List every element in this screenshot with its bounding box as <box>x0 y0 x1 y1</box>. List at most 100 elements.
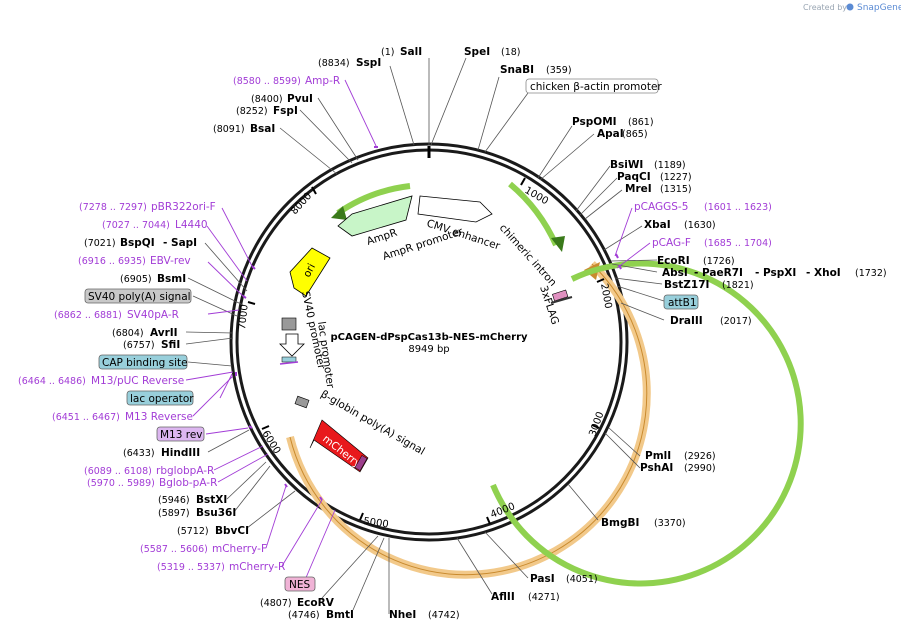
bstxi-site[interactable]: BstXI <box>196 494 227 506</box>
pshai-site[interactable]: PshAI <box>640 462 673 474</box>
ecori-pos: (1726) <box>703 256 735 267</box>
mcherryf-pos: (5587 .. 5606) <box>140 544 208 555</box>
snabi-site[interactable]: SnaBI <box>500 64 534 76</box>
sv40par-pos: (6862 .. 6881) <box>54 310 122 321</box>
pbr-primer[interactable]: pBR322ori-F <box>151 201 216 213</box>
mcherryf-primer[interactable]: mCherry-F <box>212 543 267 555</box>
chicken-actin-box[interactable] <box>525 78 659 94</box>
ebv-primer[interactable]: EBV-rev <box>150 255 191 267</box>
ebv-pos: (6916 .. 6935) <box>78 256 146 267</box>
orf-arc-edge <box>289 263 648 576</box>
nes-label-box[interactable] <box>284 576 316 592</box>
mrei-pos: (1315) <box>660 184 692 195</box>
nhei-site[interactable]: NheI <box>389 609 416 621</box>
pspomi-site[interactable]: PspOMI <box>572 116 617 128</box>
snapgene-logo-icon <box>846 3 854 11</box>
snabi-pos: (359) <box>546 65 572 76</box>
plasmid-size: 8949 bp <box>408 344 449 355</box>
ampr-primer[interactable]: Amp-R <box>305 75 340 87</box>
ori-label: ori <box>301 262 318 280</box>
bsai-site[interactable]: BsaI <box>250 123 275 135</box>
sapi-site[interactable]: - SapI <box>163 237 197 249</box>
bmgbi-pos: (3370) <box>654 518 686 529</box>
sv40pa-box[interactable] <box>84 288 192 304</box>
ecori-site[interactable]: EcoRI <box>657 255 690 267</box>
pmli-site[interactable]: PmlI <box>645 450 671 462</box>
primer-leader-lines <box>185 79 651 581</box>
snapgene-logo-text: SnapGene <box>857 3 901 13</box>
lac-operator-box <box>281 356 297 363</box>
nhei-pos: (4742) <box>428 610 460 621</box>
aflii-site[interactable]: AflII <box>491 591 515 603</box>
bstxi-pos: (5946) <box>158 495 190 506</box>
spei-pos: (18) <box>501 47 521 58</box>
tick-2000: 2000 <box>598 283 613 310</box>
attb1-label: attB1 <box>668 297 697 309</box>
sfii-site[interactable]: SfiI <box>161 339 180 351</box>
hindiii-site[interactable]: HindIII <box>161 447 200 459</box>
hindiii-pos: (6433) <box>123 448 155 459</box>
bspqi-site[interactable]: BspQI <box>120 237 155 249</box>
bsu36i-site[interactable]: Bsu36I <box>196 507 236 519</box>
bsiwi-site[interactable]: BsiWI <box>610 159 643 171</box>
ecorv-pos: (4807) <box>260 598 292 609</box>
bstz17i-pos: (1821) <box>722 280 754 291</box>
drai-site[interactable]: DraIII <box>670 315 703 327</box>
m13rev-label: M13 rev <box>160 429 203 441</box>
pbr-pos: (7278 .. 7297) <box>79 202 147 213</box>
spei-site[interactable]: SpeI <box>464 46 490 58</box>
bsiwi-pos: (1189) <box>654 160 686 171</box>
ampr-arrow <box>337 195 413 237</box>
l4440-primer[interactable]: L4440 <box>175 219 208 231</box>
green-ampr-arrowhead <box>331 206 347 220</box>
pvui-site[interactable]: PvuI <box>287 93 313 105</box>
xbai-site[interactable]: XbaI <box>644 219 671 231</box>
mcherry-arrow <box>309 419 369 473</box>
l4440-pos: (7027 .. 7044) <box>102 220 170 231</box>
avrii-pos: (6804) <box>112 328 144 339</box>
rbglobin-primer[interactable]: rbglobpA-R <box>156 465 214 477</box>
absi-site[interactable]: AbsI <box>662 267 688 279</box>
primer-ticks <box>235 146 622 501</box>
ori-arrow <box>289 247 331 297</box>
sv40par-primer[interactable]: SV40pA-R <box>127 309 179 321</box>
pspxi-site[interactable]: - PspXI <box>755 267 796 279</box>
m13-marker <box>279 361 299 365</box>
sspi-site[interactable]: SspI <box>356 57 381 69</box>
pcagf-pos: (1685 .. 1704) <box>704 238 772 249</box>
sali-site[interactable]: SalI <box>400 46 422 58</box>
mcherryr-primer[interactable]: mCherry-R <box>229 561 285 573</box>
avrii-site[interactable]: AvrII <box>150 327 178 339</box>
sv40pa-label: SV40 poly(A) signal <box>88 291 191 303</box>
sv40-pa-box <box>281 317 297 331</box>
bmti-site[interactable]: BmtI <box>326 609 354 621</box>
paqci-site[interactable]: PaqCI <box>617 171 651 183</box>
fspi-site[interactable]: FspI <box>273 105 298 117</box>
bbvci-site[interactable]: BbvCI <box>215 525 249 537</box>
sfii-pos: (6757) <box>123 340 155 351</box>
bglob-pos: (5970 .. 5989) <box>87 478 155 489</box>
tick-5000: 5000 <box>363 516 390 530</box>
m13reverse-pos: (6451 .. 6467) <box>52 412 120 423</box>
m13puc-primer[interactable]: M13/pUC Reverse <box>91 375 184 387</box>
lac-operator-label: lac operator <box>130 393 194 405</box>
attb1-box[interactable] <box>663 294 699 310</box>
ecorv-site[interactable]: EcoRV <box>297 597 335 609</box>
pcaggs5-primer[interactable]: pCAGGS-5 <box>634 201 688 213</box>
bsmi-site[interactable]: BsmI <box>157 273 186 285</box>
xhoi-site[interactable]: - XhoI <box>806 267 841 279</box>
cap-binding-box[interactable] <box>98 354 188 370</box>
m13rev-box[interactable] <box>156 426 205 442</box>
m13reverse-primer[interactable]: M13 Reverse <box>125 411 193 423</box>
bmgbi-site[interactable]: BmgBI <box>601 517 639 529</box>
mrei-site[interactable]: MreI <box>625 183 652 195</box>
apai-site[interactable]: ApaI <box>597 128 624 140</box>
paer7i-site[interactable]: - PaeR7I <box>694 267 743 279</box>
created-by-text: Created by <box>803 3 847 12</box>
lac-operator-label-box[interactable] <box>126 390 194 406</box>
pasi-site[interactable]: PasI <box>530 573 555 585</box>
bglob-primer[interactable]: Bglob-pA-R <box>159 477 217 489</box>
bbvci-pos: (5712) <box>177 526 209 537</box>
bstz17i-site[interactable]: BstZ17I <box>664 279 709 291</box>
pcagf-primer[interactable]: pCAG-F <box>652 237 691 249</box>
